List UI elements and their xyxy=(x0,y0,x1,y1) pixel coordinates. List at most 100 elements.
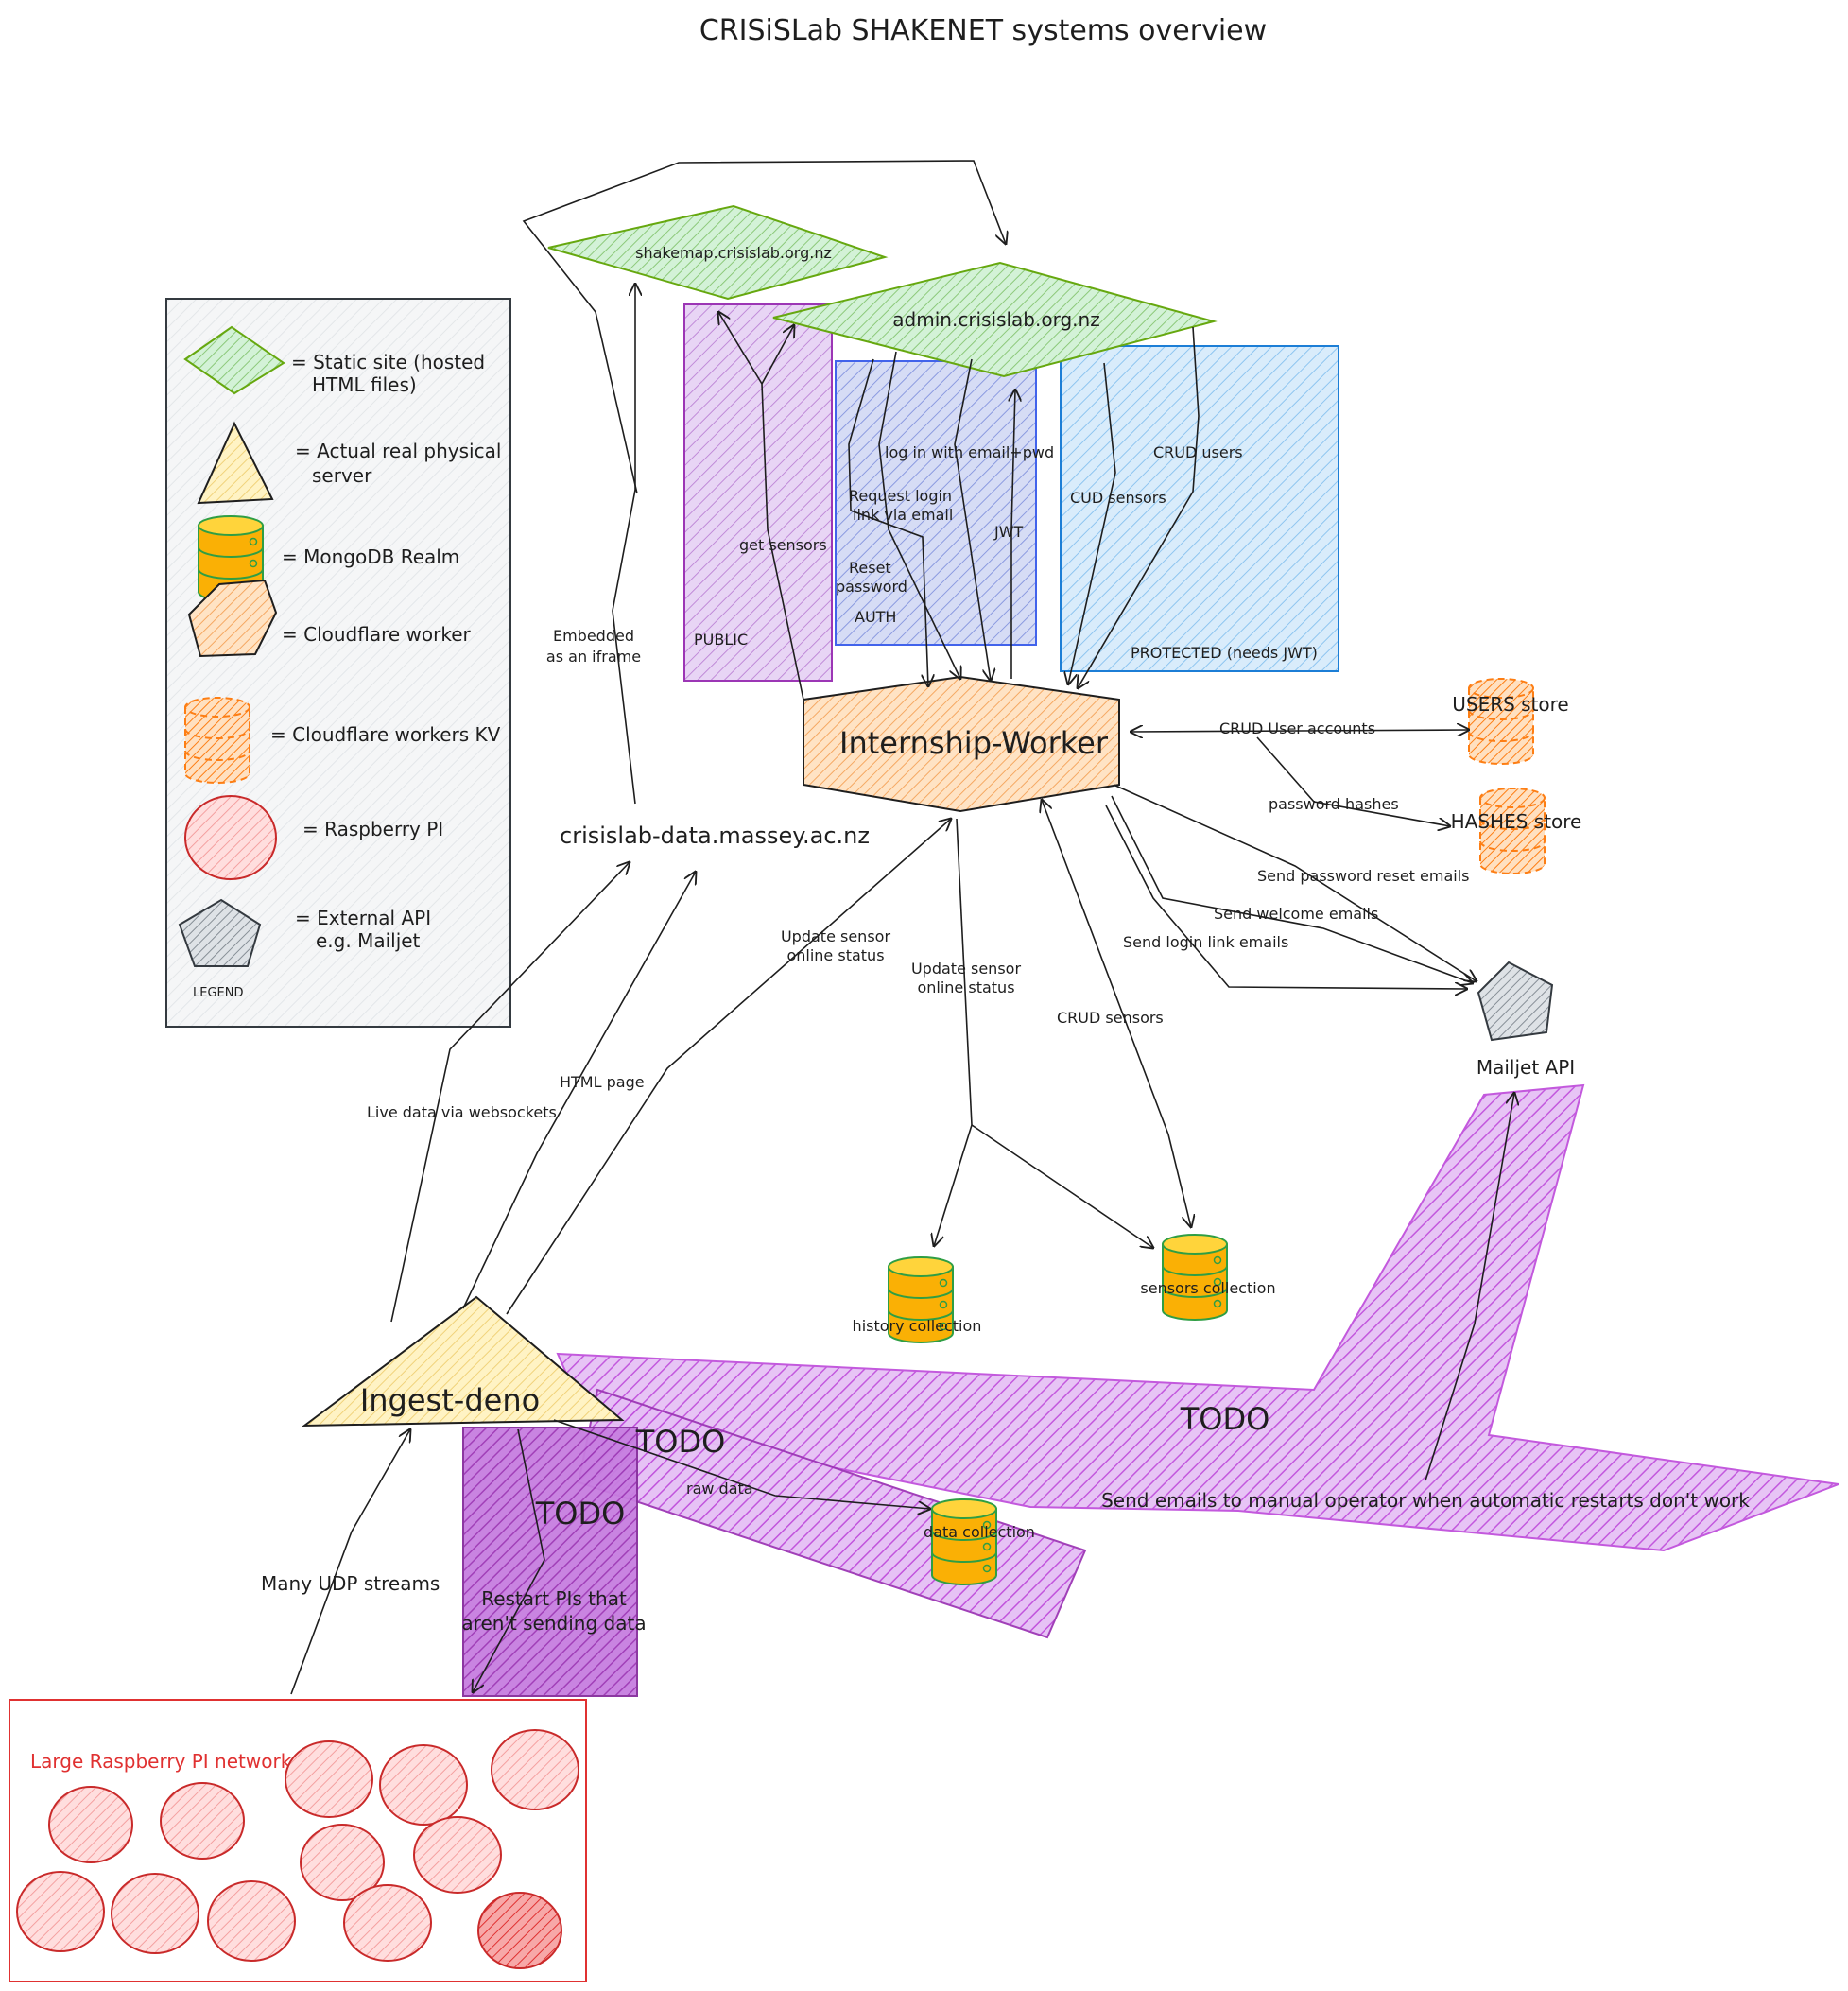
cloudflare-worker-hexagon-icon xyxy=(187,579,278,658)
server-triangle-icon xyxy=(197,421,274,505)
data-collection-node: data collection xyxy=(924,1498,1035,1585)
send-login-link-label: Send login link emails xyxy=(1123,933,1288,951)
crud-user-accounts-label: CRUD User accounts xyxy=(1219,719,1375,737)
edge-update-status-to-sensors xyxy=(971,1124,1153,1248)
zone-protected: PROTECTED (needs JWT) xyxy=(1060,345,1339,672)
raspberry-pi-node xyxy=(160,1782,245,1860)
svg-text:server: server xyxy=(312,464,372,487)
legend-worker-label: = Cloudflare worker xyxy=(282,623,472,646)
svg-text:as an iframe: as an iframe xyxy=(546,648,641,666)
sensors-collection-cylinder-icon xyxy=(1162,1234,1228,1321)
admin-label: admin.crisislab.org.nz xyxy=(892,308,1099,331)
ingest-deno-node: Ingest-deno xyxy=(301,1295,625,1428)
svg-text:aren't sending data: aren't sending data xyxy=(461,1612,646,1635)
todo-send-emails-text: Send emails to manual operator when auto… xyxy=(1101,1489,1750,1512)
reset-password-label-2: password xyxy=(836,578,907,596)
edge-crud-sensors xyxy=(1042,800,1191,1227)
todo-send-emails-label: TODO xyxy=(1180,1401,1270,1437)
many-udp-label: Many UDP streams xyxy=(261,1572,440,1595)
edge-cud-sensors xyxy=(1068,362,1116,684)
legend-static-site-label: = Static site (hosted xyxy=(291,351,485,373)
legend-pi-label: = Raspberry PI xyxy=(302,818,443,840)
live-data-label: Live data via websockets xyxy=(367,1103,557,1121)
svg-text:Embedded: Embedded xyxy=(553,627,634,645)
svg-text:online status: online status xyxy=(786,946,884,964)
crud-sensors-label: CRUD sensors xyxy=(1057,1009,1164,1027)
hashes-store-label: HASHES store xyxy=(1451,810,1582,833)
pi-network: Large Raspberry PI network xyxy=(9,1699,587,1982)
mailjet-pentagon-icon xyxy=(1477,961,1554,1042)
svg-text:Restart PIs that: Restart PIs that xyxy=(481,1587,627,1610)
shakemap-label: shakemap.crisislab.org.nz xyxy=(635,244,832,262)
todo-data-collection-label: TODO xyxy=(635,1424,726,1460)
raspberry-pi-ellipse-icon xyxy=(184,795,277,880)
mailjet-label: Mailjet API xyxy=(1477,1056,1575,1079)
svg-text:link via email: link via email xyxy=(853,506,953,524)
reset-password-label: Reset xyxy=(849,559,891,577)
svg-text:Update sensor: Update sensor xyxy=(911,960,1021,978)
legend-api-label: = External API xyxy=(295,907,431,929)
svg-text:HTML files): HTML files) xyxy=(312,373,417,396)
diagram-title: CRISiSLab SHAKENET systems overview xyxy=(699,14,1267,47)
cloudflare-kv-cylinder-icon xyxy=(184,697,250,784)
edge-update-status-ingest xyxy=(506,819,951,1315)
zone-public: PUBLIC xyxy=(683,303,833,682)
update-status-right-label: Update sensor xyxy=(911,960,1021,978)
edge-crud-user-accounts xyxy=(1131,730,1469,732)
edge-update-status-to-split xyxy=(956,818,973,1126)
svg-text:= Actual real physical: = Actual real physical xyxy=(295,440,501,462)
embedded-iframe-label-2: as an iframe xyxy=(546,648,641,666)
history-collection-label: history collection xyxy=(853,1317,982,1335)
raspberry-pi-node xyxy=(491,1729,579,1810)
data-collection-cylinder-icon xyxy=(931,1498,997,1585)
todo-restart-text: Restart PIs that xyxy=(481,1587,627,1610)
svg-text:Reset: Reset xyxy=(849,559,891,577)
raspberry-pi-nodes xyxy=(16,1729,579,1969)
legend-server-label-2: server xyxy=(312,464,372,487)
update-status-left-label: Update sensor xyxy=(781,927,890,945)
raspberry-pi-node xyxy=(285,1740,373,1818)
shakemap-node: shakemap.crisislab.org.nz xyxy=(547,204,889,301)
external-api-pentagon-icon xyxy=(178,898,262,967)
todo-restart-text-2: aren't sending data xyxy=(461,1612,646,1635)
todo-restart-pis-region xyxy=(462,1427,638,1697)
legend-static-site-label-2: HTML files) xyxy=(312,373,417,396)
legend-box xyxy=(165,298,511,1028)
ingest-deno-label: Ingest-deno xyxy=(360,1382,540,1418)
login-email-pwd-label: log in with email+pwd xyxy=(885,443,1054,461)
embedded-iframe-label: Embedded xyxy=(553,627,634,645)
edge-get-sensors xyxy=(718,312,804,701)
internship-worker-label: Internship-Worker xyxy=(839,725,1109,761)
pi-network-box xyxy=(9,1699,587,1982)
send-password-reset-label: Send password reset emails xyxy=(1257,867,1470,885)
edge-get-sensors-branch xyxy=(761,325,794,385)
sensors-collection-label: sensors collection xyxy=(1140,1279,1275,1297)
svg-text:online status: online status xyxy=(917,978,1014,996)
request-login-link-label-2: link via email xyxy=(853,506,953,524)
users-store-node: USERS store xyxy=(1452,678,1569,765)
edge-update-status-to-history xyxy=(934,1124,973,1246)
legend-api-label-2: e.g. Mailjet xyxy=(316,929,421,952)
edge-send-welcome xyxy=(1111,795,1473,983)
raw-data-label: raw data xyxy=(686,1480,753,1498)
edge-reset-password xyxy=(878,351,960,679)
jwt-label: JWT xyxy=(993,523,1024,541)
pi-network-label: Large Raspberry PI network xyxy=(30,1750,292,1773)
legend-kv-label: = Cloudflare workers KV xyxy=(270,723,501,746)
edge-request-login-link xyxy=(848,358,928,686)
password-hashes-label: password hashes xyxy=(1269,795,1399,813)
edge-login-email-pwd xyxy=(954,358,991,681)
raspberry-pi-node xyxy=(477,1892,562,1969)
static-site-diamond-icon xyxy=(183,325,285,395)
html-page-label: HTML page xyxy=(560,1073,645,1091)
update-status-left-label-2: online status xyxy=(786,946,884,964)
raspberry-pi-node xyxy=(16,1871,105,1952)
raspberry-pi-node xyxy=(111,1873,199,1954)
svg-text:password: password xyxy=(836,578,907,596)
edge-many-udp xyxy=(290,1429,410,1695)
raspberry-pi-node xyxy=(48,1786,133,1863)
users-store-label: USERS store xyxy=(1452,693,1569,716)
raspberry-pi-node xyxy=(413,1816,502,1894)
svg-text:Request login: Request login xyxy=(849,487,952,505)
